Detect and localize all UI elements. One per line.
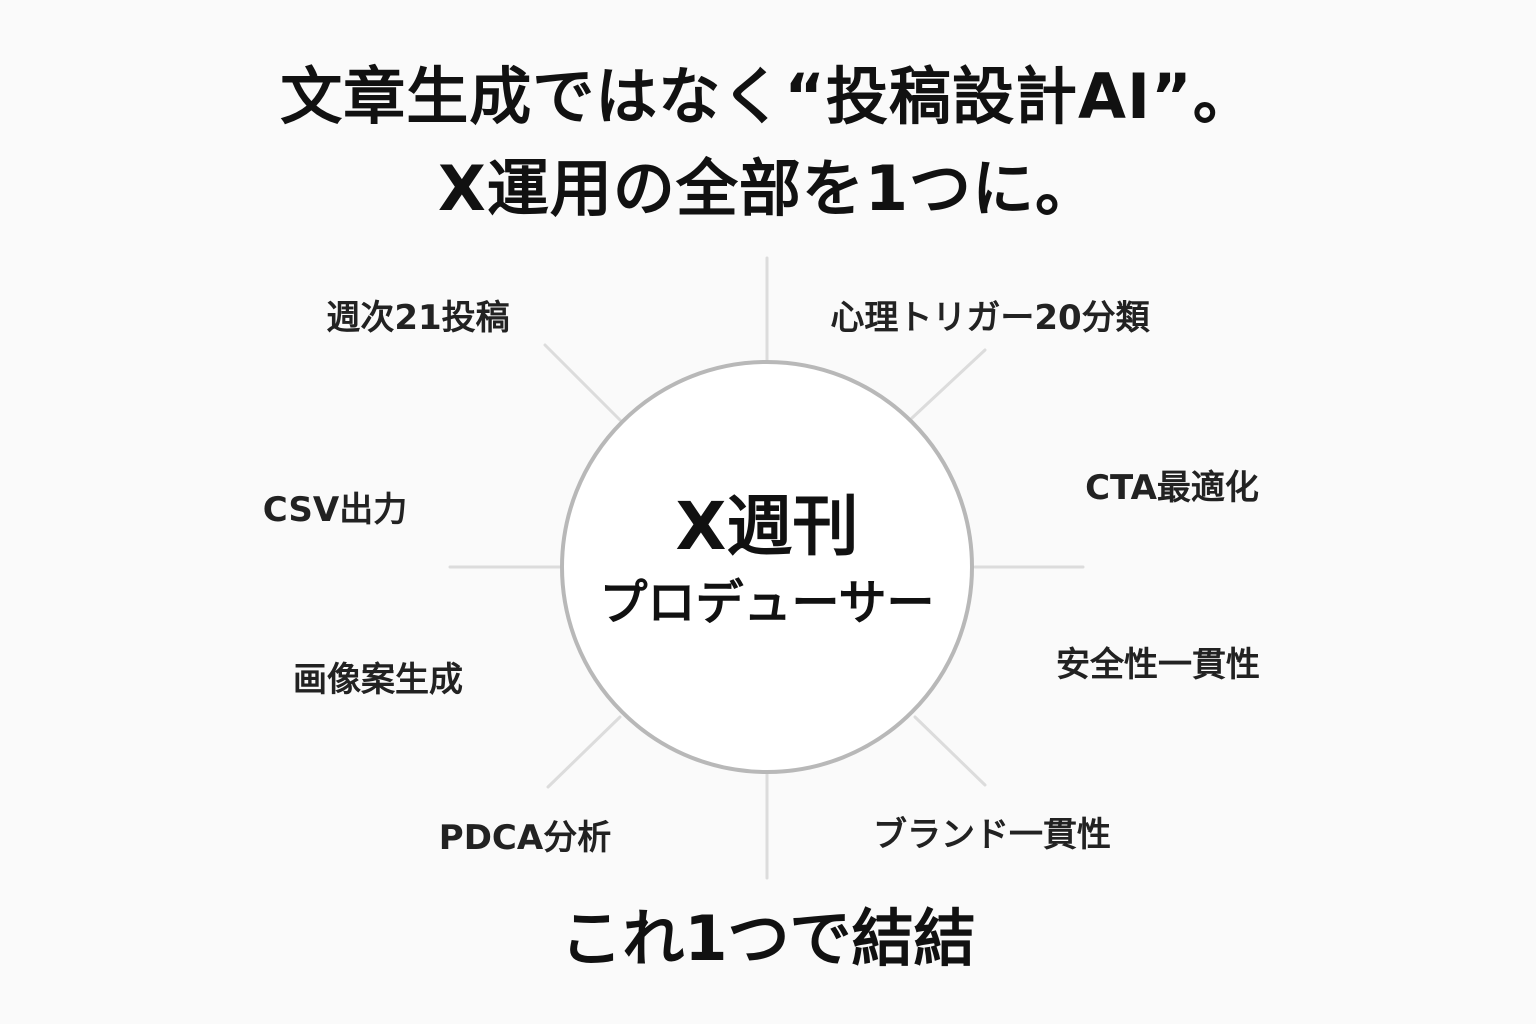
feature-weekly-posts: 週次21投稿: [326, 298, 510, 338]
footer-tagline: これ1つで結結: [560, 902, 976, 975]
spoke-top-right: [910, 348, 987, 420]
feature-cta: CTA最適化: [1085, 468, 1259, 508]
feature-psych-triggers: 心理トリガー20分類: [830, 298, 1150, 338]
feature-csv: CSV出力: [262, 490, 408, 530]
feature-brand: ブランド一貫性: [873, 815, 1111, 855]
center-subtitle: プロデューサー: [599, 575, 935, 631]
spoke-bottom-left: [546, 715, 622, 789]
feature-safety: 安全性一貫性: [1056, 645, 1260, 685]
spoke-bottom-right: [913, 715, 987, 787]
feature-image-ideas: 画像案生成: [293, 660, 463, 700]
headline-line-2: X運用の全部を1つに。: [438, 152, 1098, 225]
headline-line-1: 文章生成ではなく“投稿設計AI”。: [280, 60, 1256, 133]
center-circle: [560, 360, 974, 774]
spoke-top-left: [543, 343, 622, 422]
feature-pdca: PDCA分析: [438, 818, 612, 858]
center-title: X週刊: [675, 488, 859, 565]
